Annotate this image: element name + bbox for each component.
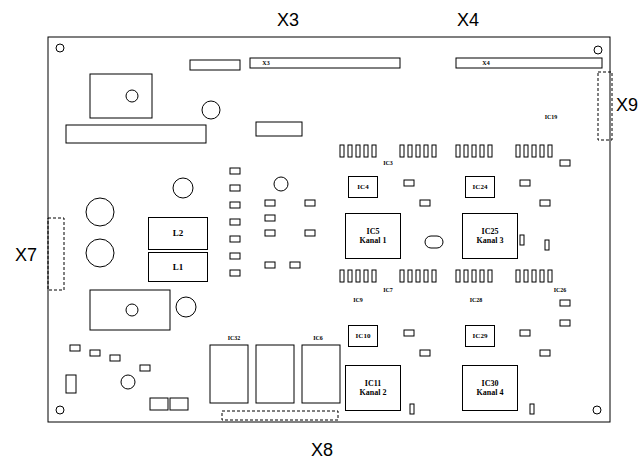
component [256, 122, 302, 136]
mount-hole [56, 406, 64, 414]
capacitor [176, 297, 196, 317]
component-label: IC11 [365, 379, 381, 388]
heatsink [90, 290, 170, 330]
connector-outline [222, 411, 338, 420]
component-label: Kanal 3 [477, 236, 504, 245]
capacitor [202, 101, 220, 119]
ic-box: IC30Kanal 4 [462, 365, 518, 411]
mount-hole [56, 44, 64, 52]
component-label: L2 [173, 228, 184, 238]
part-label: IC32 [228, 335, 241, 341]
component-label: IC30 [482, 379, 499, 388]
ic-box: IC4 [348, 176, 378, 198]
component-label: L1 [173, 262, 184, 272]
component-label: IC29 [473, 332, 488, 340]
component-label: IC4 [357, 183, 368, 191]
relay [302, 345, 340, 403]
part-label: IC9 [353, 297, 363, 303]
ic-box: IC29 [465, 325, 495, 347]
capacitor [86, 198, 114, 226]
connector-outline [48, 218, 64, 290]
part-label: X4 [482, 60, 489, 66]
ic-box: IC24 [465, 176, 495, 198]
part-label: IC19 [545, 114, 558, 120]
ic-box: IC25Kanal 3 [462, 213, 518, 259]
relay [210, 345, 248, 403]
part-label: IC3 [383, 160, 393, 166]
capacitor [173, 178, 193, 198]
ic-box: L1 [148, 252, 208, 282]
connector-label: X4 [457, 11, 479, 29]
connector-label: X8 [311, 441, 333, 459]
board-outline [48, 37, 610, 422]
connector-outline [598, 72, 612, 140]
component-label: IC10 [356, 332, 371, 340]
screw [126, 90, 138, 102]
part-label: IC7 [383, 287, 393, 293]
heatsink [90, 74, 152, 118]
component-label: IC24 [473, 183, 488, 191]
part-label: IC28 [470, 297, 483, 303]
connector-label: X7 [15, 246, 37, 264]
smd-parts [66, 160, 570, 414]
part-label: IC6 [313, 335, 323, 341]
component [66, 125, 206, 143]
component-label: Kanal 2 [360, 388, 387, 397]
relay [256, 345, 294, 403]
component-label: Kanal 1 [360, 236, 387, 245]
mount-hole [594, 46, 602, 54]
part-label: IC26 [554, 287, 567, 293]
ic-box: IC10 [348, 325, 378, 347]
component-label: IC25 [482, 227, 499, 236]
capacitor [274, 177, 288, 191]
ic-box: L2 [148, 217, 208, 250]
ic-pin-row [340, 145, 552, 282]
component-label: IC5 [367, 227, 380, 236]
crystal [425, 236, 443, 248]
capacitor [121, 375, 135, 389]
capacitor [86, 239, 114, 267]
ic-box: IC5Kanal 1 [345, 213, 401, 259]
connector-header [250, 58, 400, 68]
connector-label: X3 [277, 11, 299, 29]
connector-header [456, 58, 602, 68]
component-label: Kanal 4 [477, 388, 504, 397]
mount-hole [593, 406, 601, 414]
part-label: X3 [262, 60, 269, 66]
ic-box: IC11Kanal 2 [345, 365, 401, 411]
component [190, 60, 240, 70]
screw [126, 304, 138, 316]
connector-label: X9 [616, 96, 638, 114]
